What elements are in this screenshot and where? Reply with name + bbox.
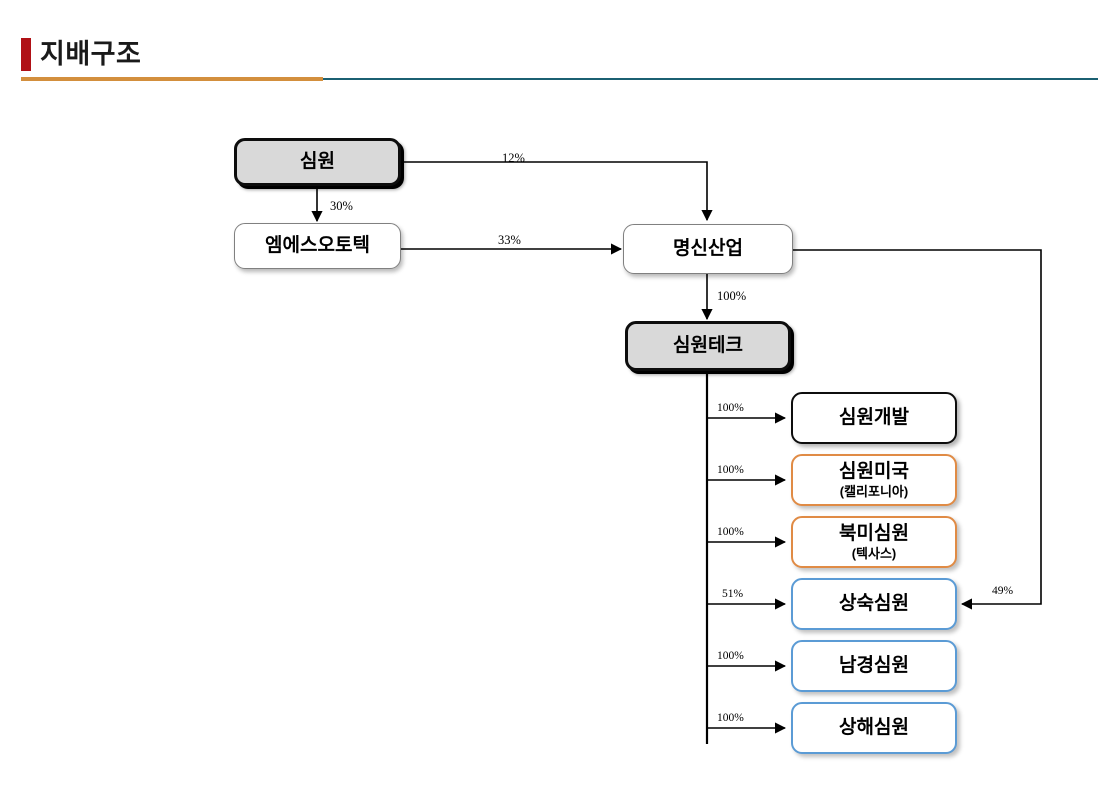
node-simwon-dev-label: 심원개발	[839, 407, 909, 429]
node-ms-autotech[interactable]: 엠에스오토텍	[234, 223, 401, 269]
edge-label-simwon-tech-to-sangsuk: 51%	[722, 588, 744, 600]
edge-label-simwon-tech-to-simwon-usa: 100%	[717, 464, 744, 476]
node-simwon[interactable]: 심원	[234, 138, 401, 186]
node-sangsuk[interactable]: 상숙심원	[791, 578, 957, 630]
edge-label-simwon-tech-to-simwon-dev: 100%	[717, 402, 744, 414]
node-simwon-tech-label: 심원테크	[673, 335, 743, 357]
edge-label-myungshin-to-sangsuk: 49%	[992, 585, 1014, 597]
node-simwon-usa-sublabel: (캘리포니아)	[839, 483, 909, 499]
page-title: 지배구조	[40, 39, 142, 69]
divider-teal-segment	[323, 78, 1098, 80]
node-ms-autotech-label: 엠에스오토텍	[265, 235, 370, 257]
node-sangsuk-label: 상숙심원	[839, 593, 909, 615]
edge-label-simwon-tech-to-namgyeong: 100%	[717, 650, 744, 662]
edge-simwon-to-myungshin	[401, 161, 713, 222]
divider-orange-segment	[21, 77, 323, 81]
node-simwon-usa[interactable]: 심원미국 (캘리포니아)	[791, 454, 957, 506]
node-simwon-usa-label: 심원미국	[839, 460, 909, 482]
node-simwon-label: 심원	[300, 151, 335, 173]
node-namgyeong-label: 남경심원	[839, 655, 909, 677]
node-sanghae[interactable]: 상해심원	[791, 702, 957, 754]
title-accent-bar	[21, 38, 31, 71]
node-simwon-tech[interactable]: 심원테크	[625, 321, 791, 371]
node-bukmi-simwon[interactable]: 북미심원 (텍사스)	[791, 516, 957, 568]
node-simwon-dev[interactable]: 심원개발	[791, 392, 957, 444]
node-bukmi-simwon-sublabel: (텍사스)	[851, 545, 897, 561]
page-header: 지배구조	[0, 0, 1120, 100]
node-myungshin-label: 명신산업	[673, 238, 743, 260]
node-myungshin[interactable]: 명신산업	[623, 224, 793, 274]
node-bukmi-simwon-label: 북미심원	[839, 522, 909, 544]
node-namgyeong[interactable]: 남경심원	[791, 640, 957, 692]
edge-label-simwon-tech-to-sanghae: 100%	[717, 712, 744, 724]
edge-label-ms-autotech-to-myungshin: 33%	[498, 233, 521, 247]
edge-label-simwon-tech-to-bukmi-simwon: 100%	[717, 526, 744, 538]
edge-label-myungshin-to-simwon-tech: 100%	[717, 289, 747, 303]
node-sanghae-label: 상해심원	[839, 717, 909, 739]
edge-label-simwon-to-ms-autotech: 30%	[330, 199, 353, 213]
edge-label-simwon-to-myungshin: 12%	[502, 151, 525, 165]
